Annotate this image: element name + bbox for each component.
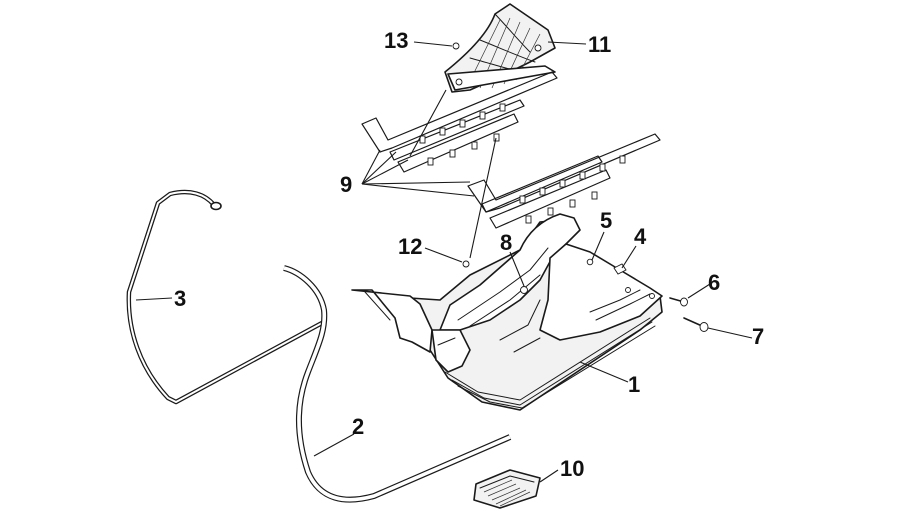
part-11-top-cover	[444, 3, 556, 93]
part-2-tube	[283, 265, 512, 503]
leader-8	[509, 251, 525, 287]
callout-10: 10	[560, 456, 584, 481]
callout-2: 2	[352, 414, 364, 439]
leader-7	[707, 327, 753, 339]
leader-11	[547, 41, 587, 45]
callout-7: 7	[752, 324, 764, 349]
callout-11: 11	[588, 32, 611, 57]
leader-lines	[135, 41, 753, 483]
leader-1	[579, 361, 629, 383]
part-12-fastener	[462, 260, 470, 268]
part-7-screw	[683, 317, 709, 332]
leader-6	[687, 283, 711, 299]
part-3-edge-strip	[126, 189, 324, 405]
callout-3: 3	[174, 286, 186, 311]
callout-12: 12	[398, 234, 422, 259]
part-13-fastener	[452, 42, 460, 50]
part-6-screw	[669, 297, 688, 307]
callout-9: 9	[340, 172, 352, 197]
callout-5: 5	[600, 208, 612, 233]
leader-11-rail	[409, 89, 447, 157]
leader-2	[313, 433, 355, 457]
leader-13	[413, 41, 453, 47]
leader-3	[135, 297, 173, 301]
leader-12	[424, 247, 463, 263]
part-10-pad	[473, 469, 541, 509]
callout-labels: 13 11 9 12 8 5 4 6 7 1 2 3 10	[174, 28, 764, 481]
part-5-fastener	[586, 258, 594, 266]
callout-6: 6	[708, 270, 720, 295]
part-1-floor-body	[351, 213, 663, 411]
leader-4	[621, 245, 637, 269]
part-9-lower-rail	[467, 133, 661, 229]
leader-9b	[361, 151, 397, 185]
callout-13: 13	[384, 28, 408, 53]
part-9-upper-rail	[361, 71, 558, 173]
callout-8: 8	[500, 230, 512, 255]
leader-5	[591, 231, 605, 261]
leader-9d	[361, 181, 471, 185]
callout-4: 4	[634, 224, 647, 249]
leader-9e	[361, 183, 475, 197]
leader-12-vertical	[469, 137, 497, 259]
leader-9c	[361, 159, 409, 185]
leader-9a	[361, 149, 381, 185]
leader-10	[539, 469, 559, 483]
callout-1: 1	[628, 372, 640, 397]
